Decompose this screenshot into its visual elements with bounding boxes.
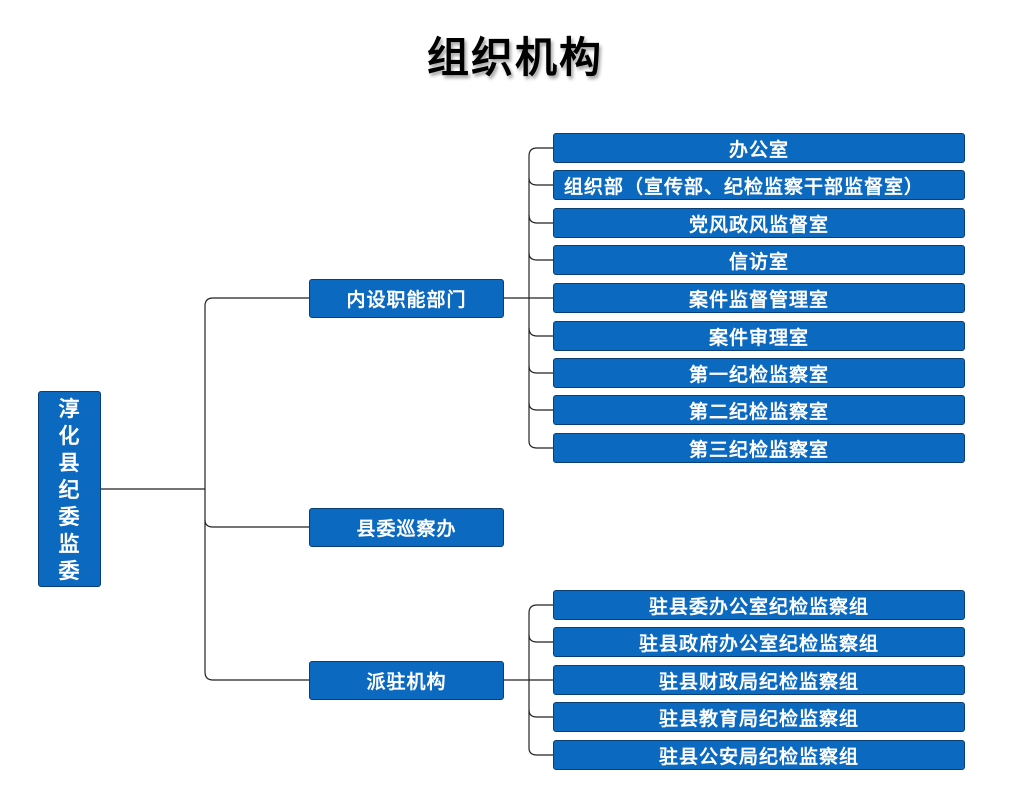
- agency-node: 驻县政府办公室纪检监察组: [553, 627, 965, 657]
- dept-node: 案件审理室: [553, 321, 965, 351]
- agency-label: 驻县财政局纪检监察组: [658, 670, 859, 693]
- root-label: 淳化县纪委监委: [58, 395, 81, 583]
- dept-label: 第三纪检监察室: [688, 438, 829, 461]
- dept-node: 第三纪检监察室: [553, 433, 965, 463]
- dept-node: 第二纪检监察室: [553, 395, 965, 425]
- branch-node-dispatched-agencies: 派驻机构: [309, 661, 504, 700]
- dept-label: 信访室: [728, 250, 789, 273]
- branch-node-internal-departments: 内设职能部门: [309, 279, 504, 318]
- dept-label: 案件审理室: [708, 326, 809, 349]
- dept-node: 第一纪检监察室: [553, 358, 965, 388]
- agency-label: 驻县委办公室纪检监察组: [648, 595, 869, 618]
- dept-label: 办公室: [728, 138, 789, 161]
- page-title: 组织机构: [426, 33, 603, 82]
- dept-node: 信访室: [553, 245, 965, 275]
- agency-node: 驻县财政局纪检监察组: [553, 665, 965, 695]
- dept-label: 组织部（宣传部、纪检监察干部监督室）: [564, 175, 925, 198]
- dept-node: 组织部（宣传部、纪检监察干部监督室）: [553, 170, 965, 200]
- dept-label: 第一纪检监察室: [688, 363, 829, 386]
- dept-node: 办公室: [553, 133, 965, 163]
- dept-label: 案件监督管理室: [688, 288, 829, 311]
- agency-label: 驻县政府办公室纪检监察组: [638, 632, 879, 655]
- agency-node: 驻县公安局纪检监察组: [553, 740, 965, 770]
- branch-node-inspection-office: 县委巡察办: [309, 508, 504, 547]
- branch-label: 县委巡察办: [356, 518, 457, 540]
- agency-node: 驻县教育局纪检监察组: [553, 702, 965, 732]
- root-node: 淳化县纪委监委: [38, 391, 101, 587]
- agency-label: 驻县教育局纪检监察组: [658, 707, 859, 730]
- dept-label: 党风政风监督室: [688, 213, 829, 236]
- agency-node: 驻县委办公室纪检监察组: [553, 590, 965, 620]
- branch-label: 派驻机构: [366, 671, 447, 693]
- agency-label: 驻县公安局纪检监察组: [658, 745, 859, 768]
- branch-label: 内设职能部门: [346, 289, 467, 311]
- dept-node: 案件监督管理室: [553, 283, 965, 313]
- dept-label: 第二纪检监察室: [688, 400, 829, 423]
- dept-node: 党风政风监督室: [553, 208, 965, 238]
